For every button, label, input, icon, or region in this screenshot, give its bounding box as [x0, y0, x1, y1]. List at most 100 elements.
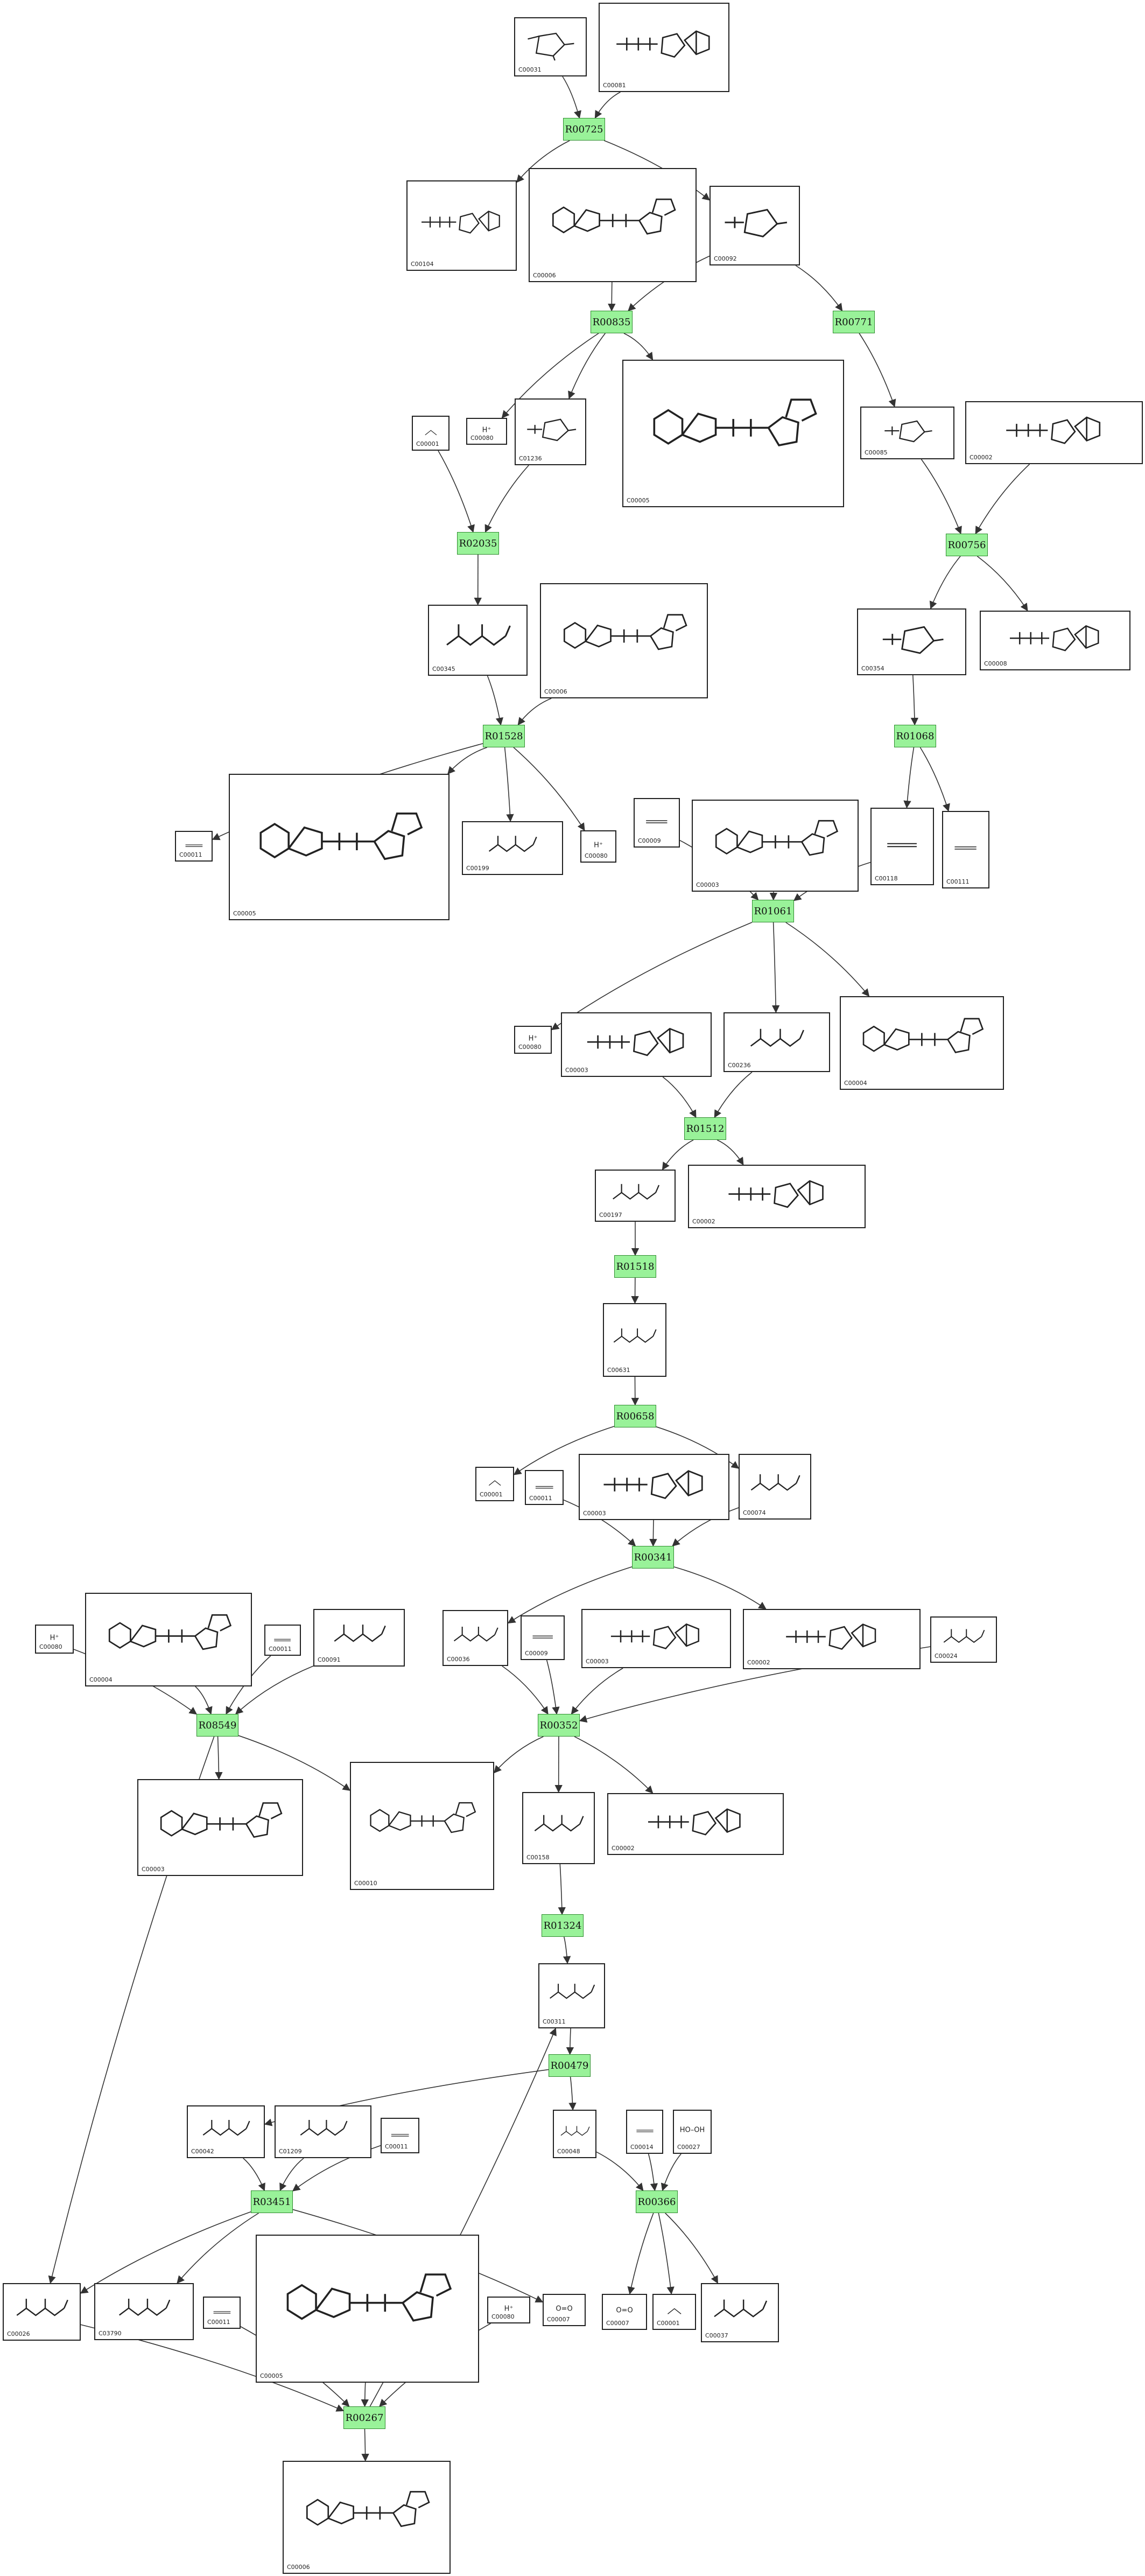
edge-c40-R00352	[546, 1660, 560, 1715]
compound-C00003[interactable]: C00003	[137, 1779, 303, 1876]
compound-C00024[interactable]: C00024	[930, 1616, 997, 1663]
reaction-label: R00267	[345, 2412, 384, 2424]
compound-C00092[interactable]: C00092	[710, 186, 800, 265]
compound-C00009[interactable]: C00009	[521, 1615, 565, 1660]
reaction-R01512[interactable]: R01512	[684, 1117, 726, 1140]
reaction-R00658[interactable]: R00658	[614, 1405, 656, 1427]
compound-C00009[interactable]: C00009	[634, 798, 680, 848]
compound-C00080[interactable]: H⁺C00080	[487, 2297, 530, 2323]
compound-C00005[interactable]: C00005	[622, 360, 844, 507]
compound-C00010[interactable]: C00010	[350, 1762, 494, 1890]
structure-drawing	[884, 420, 932, 443]
compound-C00111[interactable]: C00111	[942, 811, 989, 888]
compound-C00002[interactable]: C00002	[607, 1793, 784, 1855]
compound-C00236[interactable]: C00236	[723, 1012, 830, 1072]
compound-C00118[interactable]: C00118	[870, 808, 934, 885]
compound-C00158[interactable]: C00158	[522, 1792, 595, 1864]
reaction-R03451[interactable]: R03451	[251, 2190, 293, 2213]
compound-C00345[interactable]: C00345	[428, 605, 528, 676]
compound-C00311[interactable]: C00311	[538, 1963, 605, 2028]
compound-id: C00118	[875, 875, 898, 882]
compound-C00001[interactable]: C00001	[652, 2294, 696, 2330]
compound-C00003[interactable]: C00003	[561, 1012, 712, 1077]
reaction-R01068[interactable]: R01068	[894, 725, 936, 747]
compound-C00091[interactable]: C00091	[313, 1609, 405, 1667]
compound-C00631[interactable]: C00631	[603, 1303, 666, 1377]
reaction-R00835[interactable]: R00835	[591, 311, 633, 333]
edge-c38-R08549	[235, 1665, 314, 1714]
structure-drawing	[616, 30, 710, 58]
reaction-R01324[interactable]: R01324	[542, 1914, 584, 1937]
compound-C00011[interactable]: C00011	[525, 1470, 564, 1505]
edge-R08549-c44	[215, 1736, 223, 1780]
compound-C00080[interactable]: H⁺C00080	[514, 1026, 552, 1054]
reaction-label: R08549	[198, 1719, 237, 1731]
compound-C00011[interactable]: C00011	[203, 2297, 241, 2329]
compound-id: C00026	[7, 2330, 30, 2337]
compound-C00002[interactable]: C00002	[688, 1165, 866, 1228]
compound-C00001[interactable]: C00001	[412, 416, 449, 451]
compound-C00004[interactable]: C00004	[840, 996, 1004, 1090]
reaction-R00756[interactable]: R00756	[946, 534, 988, 556]
reaction-R00352[interactable]: R00352	[538, 1714, 580, 1737]
compound-C00002[interactable]: C00002	[965, 401, 1143, 464]
compound-C00002[interactable]: C00002	[743, 1609, 921, 1669]
compound-C00004[interactable]: C00004	[85, 1593, 252, 1686]
edge-R00366-c61	[627, 2213, 654, 2295]
compound-C00014[interactable]: C00014	[626, 2110, 663, 2154]
compound-C00011[interactable]: C00011	[264, 1625, 301, 1656]
reaction-R01518[interactable]: R01518	[614, 1255, 656, 1278]
structure-drawing	[108, 1614, 231, 1650]
compound-C00031[interactable]: C00031	[514, 17, 587, 76]
structure-drawing	[446, 624, 511, 646]
compound-C00080[interactable]: H⁺C00080	[466, 418, 507, 445]
compound-C00042[interactable]: C00042	[187, 2105, 265, 2158]
compound-C00006[interactable]: C00006	[529, 168, 697, 282]
compound-C00005[interactable]: C00005	[256, 2235, 479, 2383]
compound-formula: H⁺	[50, 1634, 59, 1642]
compound-id: C00631	[607, 1367, 630, 1374]
compound-C00003[interactable]: C00003	[579, 1454, 729, 1520]
compound-C00080[interactable]: H⁺C00080	[580, 830, 616, 863]
compound-C00011[interactable]: C00011	[381, 2118, 419, 2153]
compound-C00005[interactable]: C00005	[229, 774, 449, 920]
compound-C00199[interactable]: C00199	[462, 821, 563, 875]
compound-C00085[interactable]: C00085	[860, 407, 954, 459]
reaction-R02035[interactable]: R02035	[457, 532, 499, 555]
compound-C00011[interactable]: C00011	[175, 831, 213, 862]
compound-C00008[interactable]: C00008	[980, 611, 1130, 670]
edge-c1-R00725	[562, 76, 581, 119]
compound-C00003[interactable]: C00003	[692, 800, 859, 892]
compound-C00081[interactable]: C00081	[599, 3, 729, 92]
compound-C00026[interactable]: C00026	[3, 2283, 81, 2341]
compound-C00048[interactable]: C00048	[553, 2110, 596, 2158]
compound-C01236[interactable]: C01236	[515, 398, 586, 465]
compound-C00036[interactable]: C00036	[442, 1610, 508, 1666]
compound-C01209[interactable]: C01209	[275, 2105, 371, 2158]
compound-C00037[interactable]: C00037	[701, 2283, 779, 2342]
reaction-R00771[interactable]: R00771	[833, 311, 875, 333]
reaction-R00366[interactable]: R00366	[636, 2190, 678, 2213]
reaction-R00725[interactable]: R00725	[563, 118, 605, 141]
compound-C00074[interactable]: C00074	[739, 1454, 811, 1520]
compound-C00197[interactable]: C00197	[595, 1170, 676, 1222]
compound-C00001[interactable]: C00001	[475, 1467, 514, 1501]
reaction-R00267[interactable]: R00267	[343, 2406, 385, 2429]
reaction-R00341[interactable]: R00341	[632, 1546, 674, 1569]
compound-C00006[interactable]: C00006	[283, 2461, 451, 2574]
compound-C00354[interactable]: C00354	[857, 608, 966, 675]
reaction-R01061[interactable]: R01061	[752, 900, 794, 922]
edge-R00658-c31	[513, 1426, 615, 1475]
reaction-R01528[interactable]: R01528	[483, 725, 525, 747]
compound-C00003[interactable]: C00003	[581, 1609, 731, 1668]
compound-C00080[interactable]: H⁺C00080	[35, 1625, 74, 1654]
reaction-R08549[interactable]: R08549	[196, 1714, 238, 1737]
compound-C00006[interactable]: C00006	[540, 583, 708, 698]
compound-C00104[interactable]: C00104	[406, 180, 517, 271]
reaction-R00479[interactable]: R00479	[549, 2054, 591, 2077]
edge-R01528-c17	[447, 747, 488, 775]
compound-C03790[interactable]: C03790	[94, 2283, 194, 2340]
